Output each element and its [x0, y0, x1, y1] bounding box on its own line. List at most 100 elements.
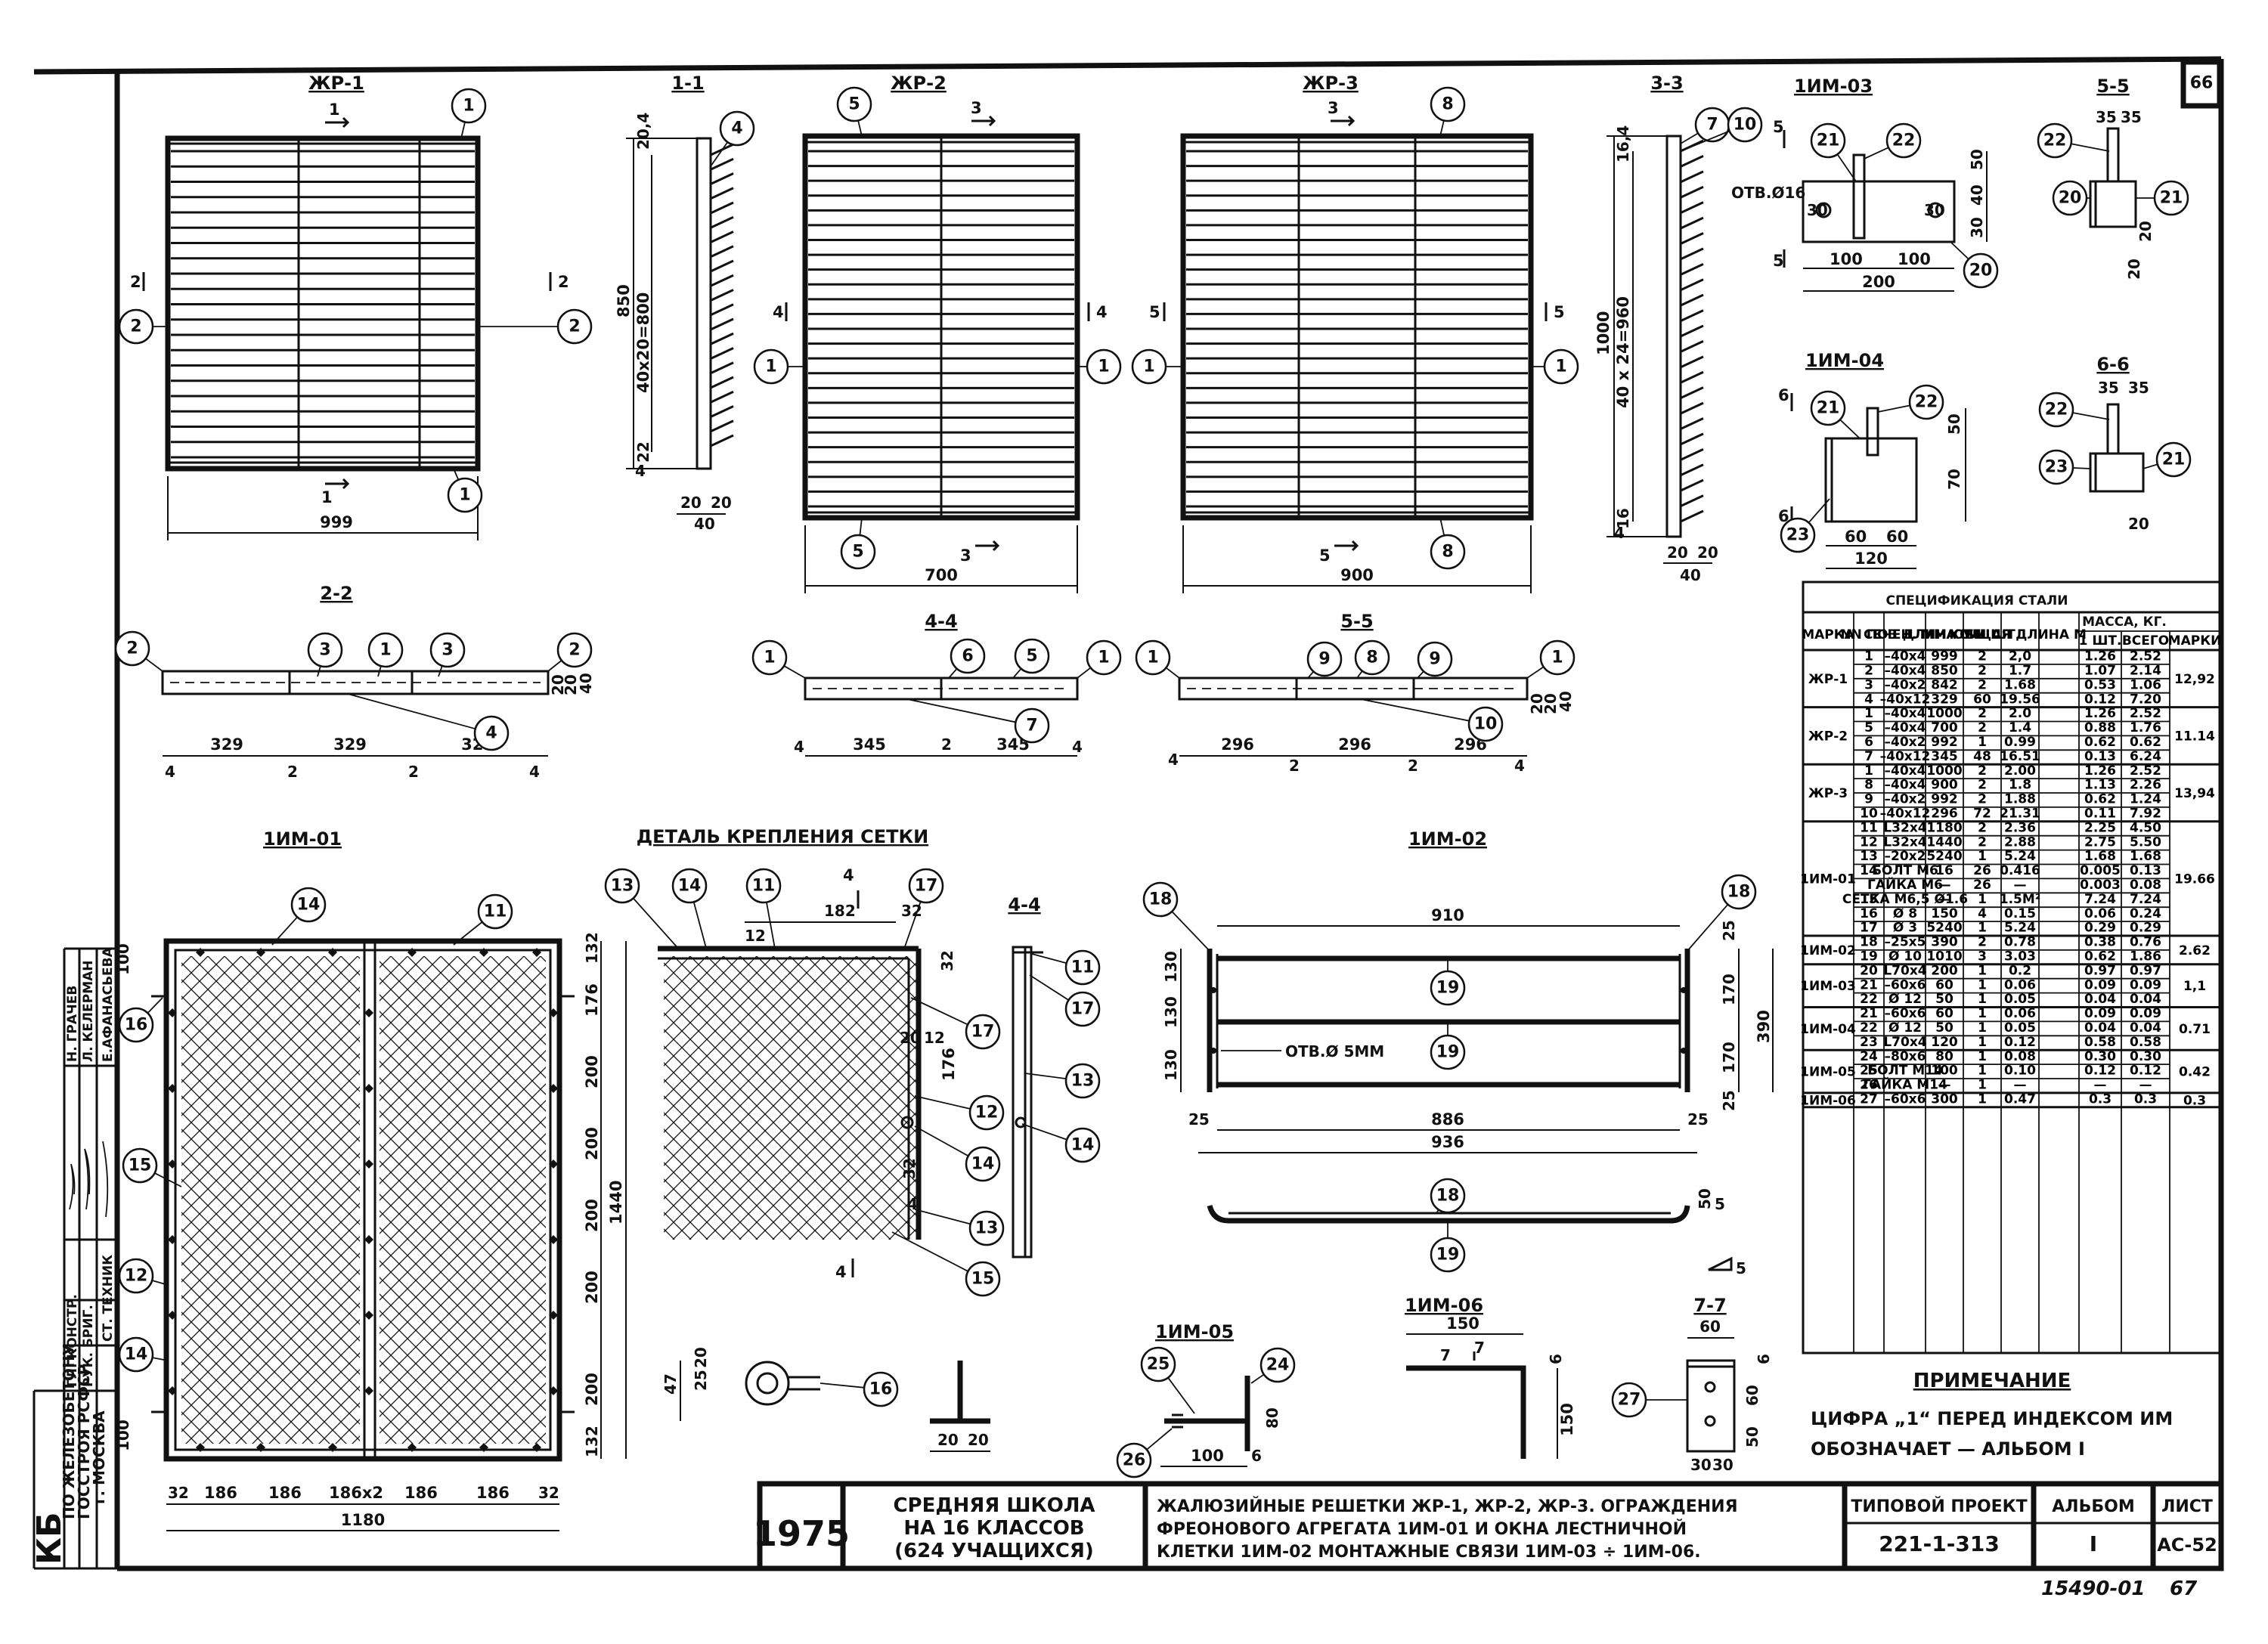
position-marker-13: 13: [604, 868, 681, 952]
marker-circle: [908, 868, 944, 904]
spec-cell: 7.24: [2130, 892, 2161, 907]
marker-number: 10: [1474, 715, 1498, 734]
spec-cell: 1: [1978, 1092, 1987, 1107]
marker-number: 19: [1436, 1043, 1460, 1062]
leader-line: [914, 1209, 971, 1225]
spec-cell: 900: [1931, 778, 1958, 793]
s55-r1: 20: [1528, 693, 1546, 714]
marker-circle: [965, 1014, 1001, 1050]
im01-r6: 200: [583, 1271, 601, 1304]
detail-title: ДЕТАЛЬ КРЕПЛЕНИЯ СЕТКИ: [637, 826, 928, 847]
spec-cell: ГАЙКА М6: [1867, 876, 1943, 893]
marker-circle: [1131, 348, 1167, 385]
spec-cell: 2.52: [2130, 763, 2161, 779]
position-marker-11: 11: [1031, 949, 1101, 986]
cut-2-right: 2: [558, 273, 569, 291]
tb-desc-3: КЛЕТКИ 1ИМ-02 МОНТАЖНЫЕ СВЯЗИ 1ИМ-03 ÷ 1…: [1157, 1543, 1701, 1562]
position-marker-21: 21: [2143, 441, 2192, 478]
spec-cell: 19: [1860, 949, 1878, 964]
spec-cell: 0.53: [2084, 677, 2116, 692]
marker-number: 11: [1071, 958, 1095, 977]
spec-cell: 2.25: [2084, 820, 2116, 835]
spec-cell: –20x2: [1885, 849, 1926, 864]
s11-top: 20,4: [634, 113, 652, 150]
position-marker-19: 19: [1430, 1022, 1466, 1070]
position-marker-25: 25: [1140, 1346, 1195, 1414]
louver-blade: [1680, 155, 1704, 168]
mesh-bolts: [168, 948, 558, 1452]
marker-circle: [1417, 641, 1453, 677]
spec-cell: 21.31: [2000, 807, 2040, 822]
louver-blade: [710, 274, 734, 287]
marker-number: 1: [459, 486, 470, 505]
spec-mark-total: 11.14: [2174, 729, 2215, 744]
spec-cell: 0.08: [2004, 1049, 2036, 1064]
bolt-mark: [549, 1386, 558, 1395]
spec-cell: 0.04: [2130, 1020, 2161, 1036]
marker-circle: [1539, 639, 1576, 676]
marker-circle: [556, 308, 593, 345]
marker-circle: [114, 630, 150, 667]
spec-header: ВСЕГО: [2122, 633, 2169, 649]
leader-line: [857, 120, 863, 137]
detail-im06: 1ИМ-06 150 7 6 150 7: [1405, 1295, 1576, 1459]
spec-cell: 200: [1931, 963, 1958, 978]
spec-mark: ЖР-3: [1808, 786, 1848, 801]
marker-circle: [1306, 641, 1343, 677]
spec-cell: –40x12: [1880, 807, 1931, 822]
position-marker-2: 2: [478, 308, 593, 345]
spec-mark-total: 1,1: [2183, 979, 2206, 994]
spec-cell: 0.12: [2130, 1063, 2161, 1079]
louver-blade: [1680, 509, 1704, 523]
marker-circle: [1810, 122, 1846, 159]
spec-cell: 24: [1860, 1049, 1878, 1064]
marker-number: 23: [1786, 526, 1810, 545]
marker-number: 15: [971, 1270, 995, 1289]
marker-number: 4: [485, 724, 497, 743]
leader-line: [914, 1125, 969, 1157]
leader-line: [1077, 667, 1092, 679]
spec-cell: –60x6: [1885, 1092, 1926, 1107]
spec-cell: —: [1938, 1078, 1951, 1093]
marker-number: 10: [1734, 116, 1757, 135]
sheet-number-top: 66: [2190, 74, 2214, 93]
im02-r2: 170: [1720, 974, 1738, 1005]
spec-cell: 5.24: [2004, 921, 2036, 936]
im01-height: 1440: [607, 1181, 625, 1224]
spec-cell: 3: [1978, 949, 1987, 964]
bolt-mark: [328, 1443, 337, 1452]
s11-bot: 22: [634, 441, 652, 463]
spec-cell: 1: [1864, 763, 1873, 779]
spec-cell: 0.09: [2084, 1006, 2116, 1021]
marker-number: 16: [869, 1380, 893, 1399]
spec-cell: 0.62: [2084, 735, 2116, 750]
marker-circle: [968, 1094, 1005, 1131]
tb-desc-1: ЖАЛЮЗИЙНЫЕ РЕШЕТКИ ЖР-1, ЖР-2, ЖР-3. ОГР…: [1157, 1497, 1738, 1516]
cut-4-left: 4: [773, 303, 784, 321]
position-marker-17: 17: [1029, 974, 1101, 1027]
spec-cell: 0.58: [2130, 1035, 2161, 1050]
position-marker-4: 4: [347, 693, 510, 751]
spec-cell: 2: [1978, 720, 1987, 735]
spec-cell: –40x4: [1885, 706, 1926, 721]
leader-line: [1687, 903, 1729, 952]
s33-title: 3-3: [1650, 73, 1683, 94]
spec-mark: 1ИМ-03: [1800, 979, 1856, 994]
louver-blade: [710, 434, 734, 447]
marker-circle: [1135, 639, 1171, 676]
im03-title: 1ИМ-03: [1794, 76, 1873, 97]
louver-blade: [710, 215, 734, 229]
leader-line: [2072, 467, 2091, 469]
louver-blade: [1680, 386, 1704, 400]
spec-cell: 12: [1860, 834, 1878, 850]
zhr1-width: 999: [320, 513, 353, 531]
marker-number: 3: [442, 641, 453, 660]
spec-cell: 5: [1864, 720, 1873, 735]
spec-cell: 1180: [1926, 820, 1962, 835]
detail-d5: 176: [940, 1048, 958, 1081]
detail-im04: 1ИМ-04 60 60 120 50 70 6 6: [1778, 350, 1966, 569]
louver-slats: [808, 150, 1074, 508]
marker-number: 20: [2059, 189, 2082, 208]
spec-cell: 0.15: [2004, 906, 2036, 921]
